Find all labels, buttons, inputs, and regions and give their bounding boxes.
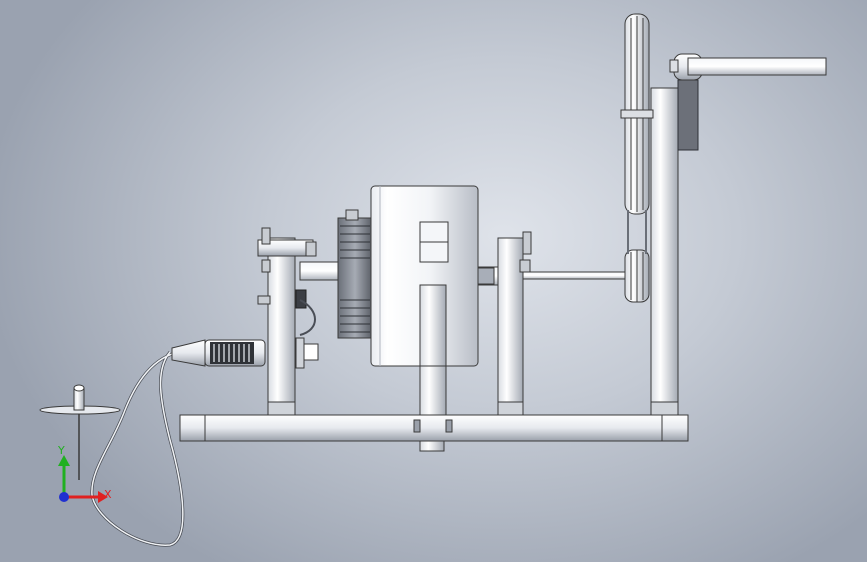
- y-axis-arrowhead: [58, 455, 70, 466]
- power-cable[interactable]: [90, 299, 316, 547]
- reference-pin[interactable]: [39, 384, 121, 480]
- z-axis-dot: [59, 492, 69, 502]
- crank-handle[interactable]: [669, 53, 827, 151]
- connector-plug[interactable]: [171, 339, 266, 367]
- plug-grip: [210, 342, 254, 364]
- generator-drum[interactable]: [370, 185, 479, 367]
- right-column[interactable]: [650, 87, 679, 416]
- lower-pulley[interactable]: [624, 249, 650, 303]
- coordinate-triad: X Y: [57, 444, 112, 503]
- right-inner-bracket[interactable]: [497, 231, 532, 416]
- drive-belt: [627, 210, 647, 254]
- rotor-fins[interactable]: [337, 209, 373, 339]
- y-axis-label: Y: [57, 444, 65, 457]
- left-bracket[interactable]: [257, 227, 319, 416]
- base-plate[interactable]: [179, 414, 689, 452]
- x-axis-arrowhead: [98, 491, 108, 503]
- x-axis-label: X: [104, 488, 112, 501]
- upper-pulley[interactable]: [620, 13, 654, 215]
